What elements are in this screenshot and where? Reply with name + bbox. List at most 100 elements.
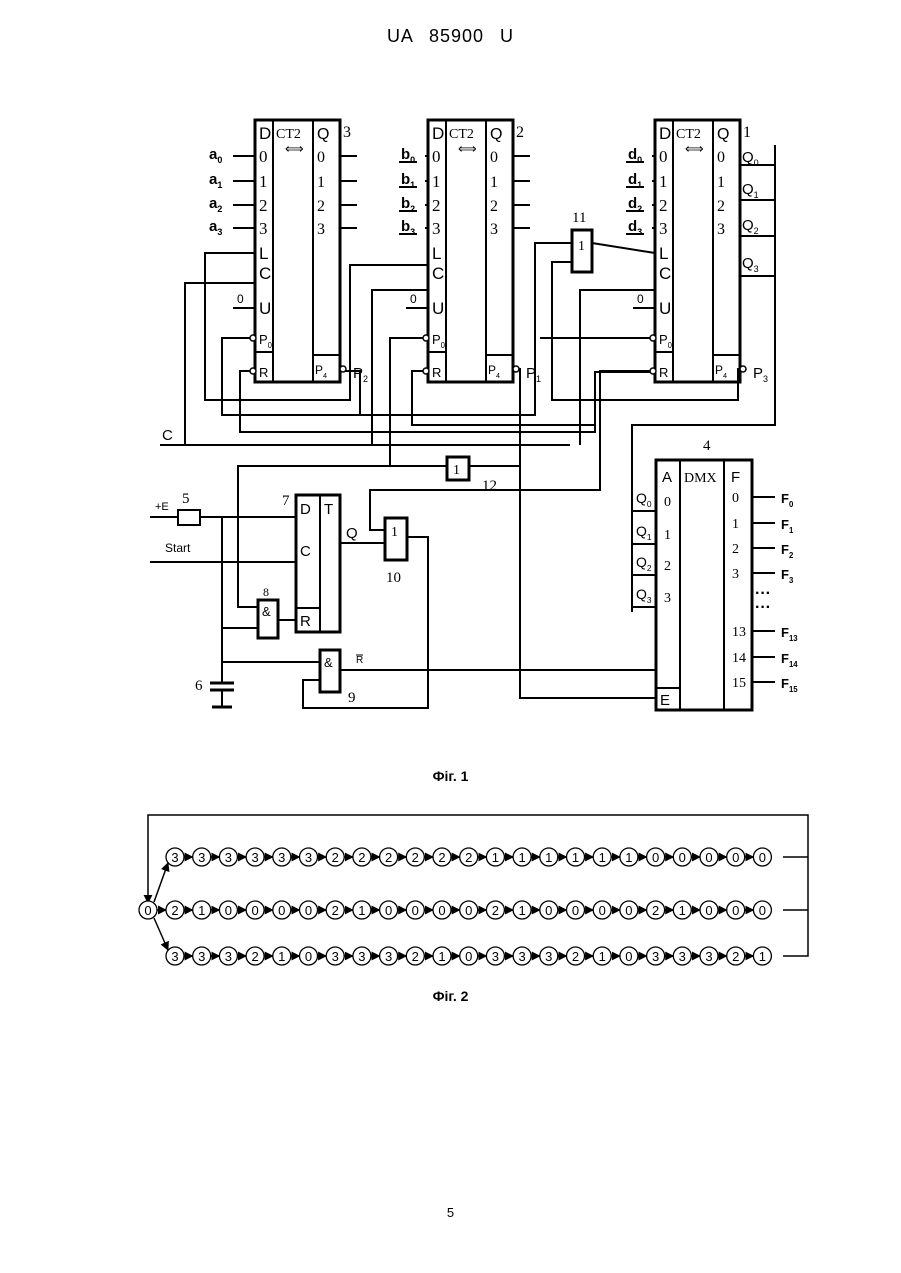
state-node-label: 2 (652, 903, 659, 918)
clock-wire-3 (580, 290, 655, 445)
state-node-label: 2 (385, 850, 392, 865)
resistor-5 (178, 510, 200, 525)
counter-number: 1 (743, 124, 751, 141)
plus-e-label: +E (155, 501, 169, 513)
state-node-label: 1 (518, 903, 525, 918)
start-label: Start (165, 541, 191, 555)
q-output-label: Q0 (742, 149, 759, 168)
state-node-label: 0 (732, 850, 739, 865)
state-node-label: 3 (332, 949, 339, 964)
reset-wire (240, 371, 655, 432)
state-node-label: 0 (465, 903, 472, 918)
state-node-label: 3 (705, 949, 712, 964)
figure-2-state-graph: 0333333222222111111000002100002100002100… (0, 805, 901, 1005)
counter-out-label: 1 (317, 174, 325, 191)
counter-out-label: 3 (490, 221, 498, 238)
counter-p4-label: P4 (715, 363, 727, 380)
state-node-label: 1 (679, 903, 686, 918)
state-node-label: 3 (278, 850, 285, 865)
state-node-label: 2 (412, 949, 419, 964)
dmx-out-number: 14 (732, 651, 746, 666)
capacitor-number: 6 (195, 678, 203, 694)
gate-8-symbol: & (262, 604, 271, 619)
dmx-out-number: 13 (732, 625, 746, 640)
state-node-label: 3 (171, 850, 178, 865)
q-output-label: Q3 (742, 255, 759, 274)
counter-pin-label: 3 (259, 219, 268, 238)
counter-pin-label: D (659, 124, 671, 143)
counter-pin-label: 3 (659, 219, 668, 238)
dmx-f-label: F (731, 469, 740, 486)
state-node-label: 0 (545, 903, 552, 918)
inverting-bubble (250, 368, 256, 374)
gate-10-symbol: 1 (391, 525, 398, 540)
state-node-label: 3 (198, 949, 205, 964)
data-input-label: d0 (628, 146, 642, 165)
state-node-label: 0 (305, 903, 312, 918)
clock-wire-2 (372, 290, 428, 445)
inverting-bubble (423, 368, 429, 374)
counter-pin-label: 0 (432, 147, 441, 166)
dmx-output-label: F1 (781, 517, 794, 535)
state-node-label: 0 (225, 903, 232, 918)
counter-pin-label: D (259, 124, 271, 143)
counter-out-label: 2 (317, 198, 325, 215)
counter-pin-label: U (432, 299, 444, 318)
gate-9-number: 9 (348, 690, 356, 706)
counter-pin-label: R (432, 365, 441, 380)
counter-pin-label: 1 (659, 172, 668, 191)
state-node-label: 2 (465, 850, 472, 865)
q-output-label: Q2 (742, 217, 759, 236)
dmx-output-label: F14 (781, 651, 798, 669)
counter-pin-label: R (659, 365, 668, 380)
dmx-input-label: Q0 (636, 490, 652, 509)
state-node-label: 0 (759, 850, 766, 865)
counter-pin-label: U (259, 299, 271, 318)
dmx-output-label: F2 (781, 542, 794, 560)
counter-pin-label: U (659, 299, 671, 318)
counter-out-label: 3 (717, 221, 725, 238)
state-node-label: 2 (732, 949, 739, 964)
dmx-output-label: F0 (781, 491, 794, 509)
inverting-bubble (340, 366, 346, 372)
trigger-number: 7 (282, 493, 290, 509)
dmx-addr-label: 3 (664, 591, 671, 606)
state-node-label: 1 (198, 903, 205, 918)
dmx-output-label: F15 (781, 676, 798, 694)
state-node-label: 0 (679, 850, 686, 865)
gate-8-number: 8 (263, 585, 269, 599)
u-zero-label: 0 (237, 292, 244, 306)
counter-pin-label: P0 (259, 332, 273, 350)
state-node-label: 3 (545, 949, 552, 964)
state-node-label: 2 (332, 903, 339, 918)
state-node-label: 2 (171, 903, 178, 918)
inverting-bubble (650, 368, 656, 374)
state-node-label: 0 (732, 903, 739, 918)
counter-direction-icon: ⟺ (285, 141, 304, 156)
state-node-label: 3 (225, 949, 232, 964)
counter-pin-label: L (259, 244, 268, 263)
counter-out-label: 2 (490, 198, 498, 215)
trigger-d-label: D (300, 501, 311, 518)
u-zero-label: 0 (410, 292, 417, 306)
data-input-label: a2 (209, 195, 222, 214)
dmx-e-label: E (660, 692, 670, 709)
state-node-label: 0 (144, 903, 151, 918)
state-node-label: 3 (198, 850, 205, 865)
state-node-label: 0 (652, 850, 659, 865)
gate11-out-wire (592, 243, 655, 253)
state-node-label: 0 (465, 949, 472, 964)
state-node-label: 3 (358, 949, 365, 964)
counter-out-label: 2 (717, 198, 725, 215)
data-input-label: b0 (401, 146, 415, 165)
carry-label: P2 (353, 365, 368, 384)
page-number: 5 (0, 1205, 901, 1220)
u-zero-label: 0 (637, 292, 644, 306)
counter-direction-icon: ⟺ (685, 141, 704, 156)
data-input-label: b3 (401, 218, 415, 237)
data-input-label: a0 (209, 146, 222, 165)
counter-pin-label: 1 (432, 172, 441, 191)
data-input-label: d1 (628, 171, 642, 190)
figure-1-circuit-diagram: D0123LCUP0RCT2⟺Q0123P43a0a1a2a30P2D0123L… (0, 0, 901, 760)
counter-out-label: 0 (317, 149, 325, 166)
